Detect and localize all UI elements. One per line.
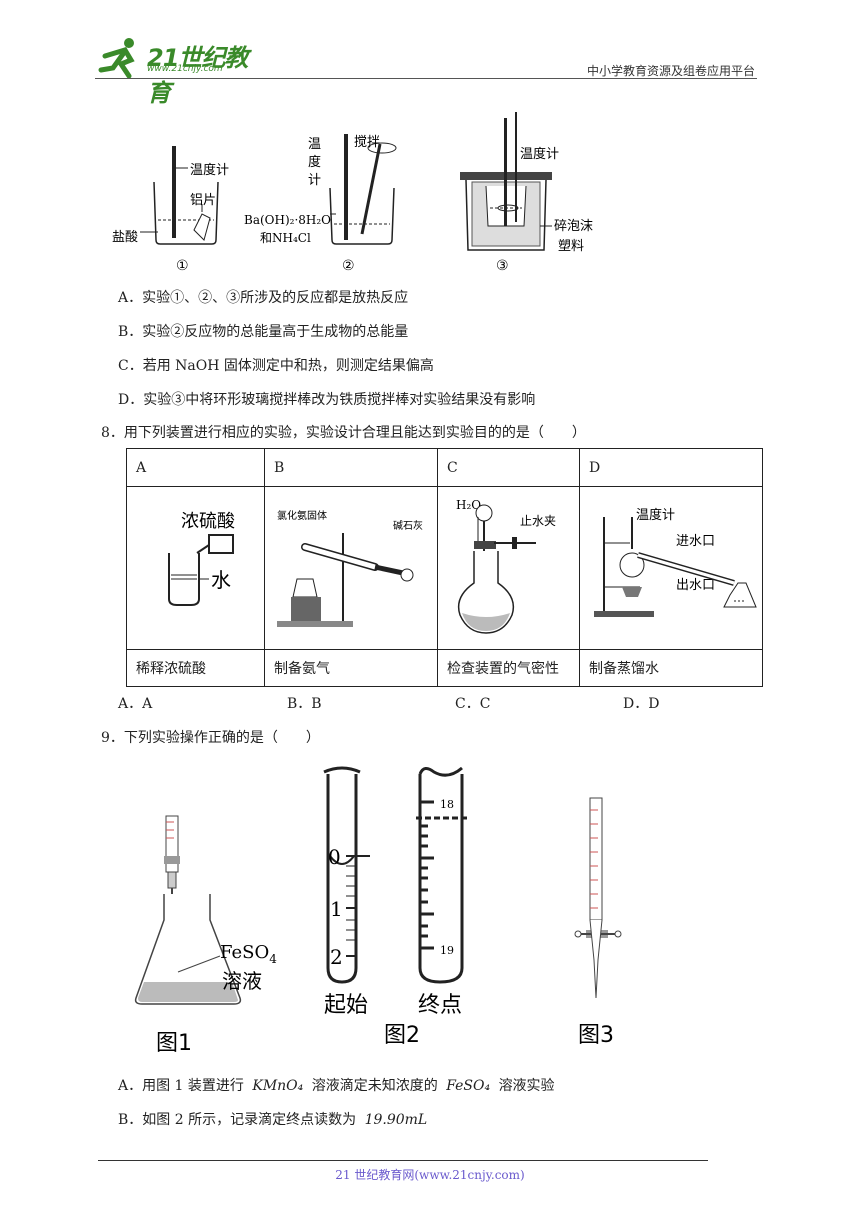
tick-1: 1 xyxy=(330,897,343,921)
q8-table: A B C D 浓硫酸 水 氯化氨固体 碱石灰 xyxy=(126,448,763,687)
water-outlet-label: 出水口 xyxy=(676,578,715,593)
q8-header-a: A xyxy=(126,448,265,487)
q8-option-b: B．B xyxy=(287,696,322,712)
q7-figure: 温度计 铝片 盐酸 ① 温 度 计 搅拌 Ba(OH)₂·8H₂O 和NH₄Cl… xyxy=(112,112,593,274)
q9-option-b: B．如图 2 所示，记录滴定终点读数为 19.90mL xyxy=(118,1112,428,1128)
tick-2: 2 xyxy=(330,945,343,969)
q8-figure-a: 浓硫酸 水 xyxy=(126,486,265,650)
runner-logo-icon xyxy=(98,38,135,79)
q8-option-a: A．A xyxy=(118,696,153,712)
thermometer-label-1: 温度计 xyxy=(190,162,229,178)
thermo-vertical-1: 温 xyxy=(308,137,321,152)
beaker-1 xyxy=(140,146,219,245)
solution-label: 溶液 xyxy=(222,969,262,993)
aluminum-label: 铝片 xyxy=(190,193,216,208)
q8-figure-b: 氯化氨固体 碱石灰 xyxy=(264,486,438,650)
q7-option-b: B．实验②反应物的总能量高于生成物的总能量 xyxy=(118,324,409,340)
reagent-kmno4: KMnO₄ xyxy=(252,1078,304,1094)
header-divider xyxy=(95,78,757,79)
stir-label: 搅拌 xyxy=(354,134,380,150)
tick-0: 0 xyxy=(328,845,341,869)
beaker-2 xyxy=(329,134,397,245)
reading-value: 19.90mL xyxy=(364,1112,428,1128)
q9-option-a: A．用图 1 装置进行 KMnO₄ 溶液滴定未知浓度的 FeSO₄ 溶液实验 xyxy=(118,1078,555,1094)
figure1-titration xyxy=(134,815,242,1005)
plastic-label: 塑料 xyxy=(558,239,584,254)
h2o-label: H₂O xyxy=(456,498,481,512)
logo-text: 21世纪教育 xyxy=(147,44,248,107)
feso4-label: FeSO4 xyxy=(220,942,277,966)
water-clamp-label: 止水夹 xyxy=(520,514,556,528)
figure3-burette xyxy=(574,797,622,999)
reagent-feso4: FeSO₄ xyxy=(446,1078,491,1094)
q8-title: 8．用下列装置进行相应的实验，实验设计合理且能达到实验目的的是（ ） xyxy=(101,425,586,441)
soda-lime-label: 碱石灰 xyxy=(393,519,423,532)
tick-18: 18 xyxy=(440,798,454,811)
q8-caption-d: 制备蒸馏水 xyxy=(579,649,763,687)
footer-divider xyxy=(98,1160,708,1161)
q8-figure-c: H₂O 止水夹 xyxy=(437,486,580,650)
distill-thermometer-label: 温度计 xyxy=(636,507,675,523)
thermometer-label-3: 温度计 xyxy=(520,146,559,162)
figure2-start-burette xyxy=(323,766,370,984)
num-3: ③ xyxy=(496,258,509,274)
q8-caption-b: 制备氨气 xyxy=(264,649,438,687)
water-inlet-label: 进水口 xyxy=(676,534,715,549)
q8-header-b: B xyxy=(264,448,438,487)
nh4cl-label: 和NH₄Cl xyxy=(260,231,311,245)
q8-option-c: C．C xyxy=(455,696,491,712)
q8-caption-c: 检查装置的气密性 xyxy=(437,649,580,687)
tick-19: 19 xyxy=(440,944,454,957)
num-1: ① xyxy=(176,258,189,274)
conc-acid-label: 浓硫酸 xyxy=(181,511,235,532)
calorimeter xyxy=(460,112,552,251)
ammonium-chloride-label: 氯化氨固体 xyxy=(277,509,327,522)
site-logo: 21世纪教育 www.21cnjy.com xyxy=(95,34,265,107)
foam-label: 碎泡沫 xyxy=(554,219,593,234)
baoh-label: Ba(OH)₂·8H₂O xyxy=(244,213,331,227)
q8-header-d: D xyxy=(579,448,763,487)
logo-url: www.21cnjy.com xyxy=(147,64,223,74)
platform-title: 中小学教育资源及组卷应用平台 xyxy=(586,64,755,78)
q9-title: 9．下列实验操作正确的是（ ） xyxy=(101,730,320,746)
q7-option-d: D．实验③中将环形玻璃搅拌棒改为铁质搅拌棒对实验结果没有影响 xyxy=(118,392,536,408)
q7-option-c: C．若用 NaOH 固体测定中和热，则测定结果偏高 xyxy=(118,358,434,374)
fig3-label: 图3 xyxy=(578,1023,614,1048)
thermo-vertical-3: 计 xyxy=(308,173,321,188)
end-label: 终点 xyxy=(418,993,462,1018)
thermo-vertical-2: 度 xyxy=(308,154,321,170)
q8-figure-d: 温度计 进水口 出水口 xyxy=(579,486,763,650)
footer-text: 21 世纪教育网(www.21cnjy.com) xyxy=(335,1168,525,1182)
q8-option-d: D．D xyxy=(623,696,660,712)
figure2-end-burette xyxy=(416,766,468,984)
fig2-label: 图2 xyxy=(384,1023,420,1048)
start-label: 起始 xyxy=(324,993,368,1018)
q8-caption-a: 稀释浓硫酸 xyxy=(126,649,265,687)
q7-option-a: A．实验①、②、③所涉及的反应都是放热反应 xyxy=(118,290,409,306)
q9-figure: FeSO4 溶液 图1 0 1 2 起始 xyxy=(134,766,622,1056)
q8-header-c: C xyxy=(437,448,580,487)
num-2: ② xyxy=(342,258,355,274)
water-label: 水 xyxy=(211,568,231,592)
fig1-label: 图1 xyxy=(156,1031,192,1056)
hcl-label: 盐酸 xyxy=(112,230,138,245)
